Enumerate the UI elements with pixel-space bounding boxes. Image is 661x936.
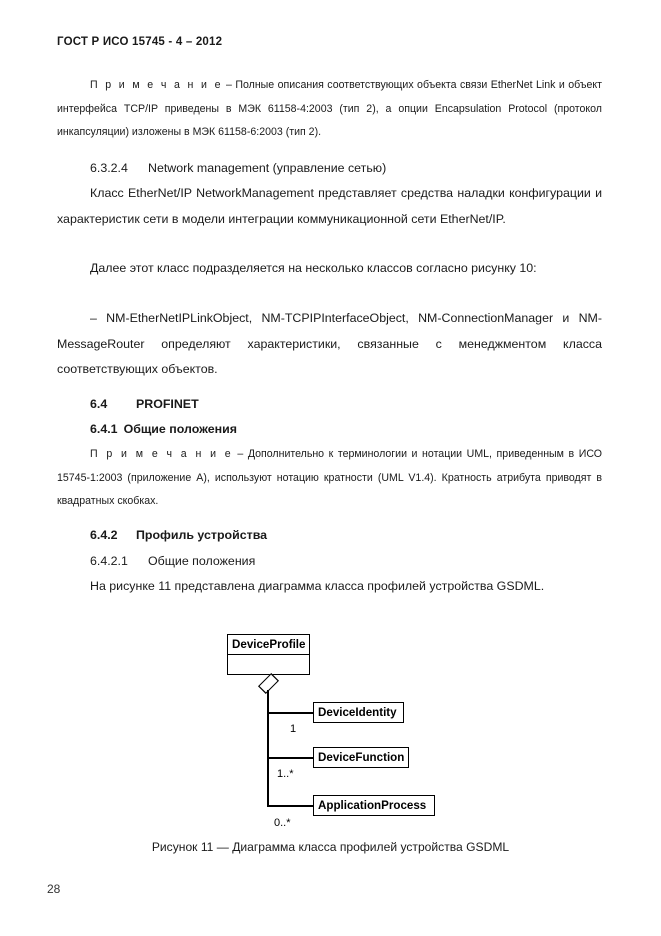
list-item: – NM-EtherNetIPLinkObject, NM-TCPIPInter… [57,311,602,376]
heading-641-line: 6.4.1 Общие положения [57,417,602,443]
heading-642-title: Профиль устройства [136,528,268,542]
uml-class-device-function-name: DeviceFunction [318,751,405,764]
list-block-nm-classes: – NM-EtherNetIPLinkObject, NM-TCPIPInter… [57,306,602,383]
document-header: ГОСТ Р ИСО 15745 - 4 – 2012 [57,36,223,48]
heading-641-number: 6.4.1 [90,422,118,436]
uml-class-device-identity: DeviceIdentity [313,702,404,723]
section-body-6-3-2-4-second: Далее этот класс подразделяется на неско… [57,256,602,282]
heading-642-number: 6.4.2 [90,528,118,542]
uml-class-application-process-name: ApplicationProcess [318,799,427,812]
uml-class-device-identity-name: DeviceIdentity [318,706,397,719]
note-paragraph-2: П р и м е ч а н и е – Дополнительно к те… [57,443,602,514]
heading-64-number: 6.4 [90,397,108,411]
paragraph-gsdml-intro: На рисунке 11 представлена диаграмма кла… [90,579,545,593]
section-heading-6-3-2-4: 6.3.2.4 Network management (управление се… [57,156,602,182]
uml-class-device-profile-attributes [228,654,309,672]
note-text-2: – Дополнительно к терминологии и нотации… [57,448,603,507]
heading-6324-number: 6.3.2.4 [90,161,128,175]
section-heading-6-4-2-1: 6.4.2.1 Общие положения [57,549,602,575]
note-block-2: П р и м е ч а н и е – Дополнительно к те… [57,443,602,514]
heading-6421-line: 6.4.2.1 Общие положения [57,549,602,575]
section-heading-6-4-1: 6.4.1 Общие положения [57,417,602,443]
heading-64-title: PROFINET [136,397,199,411]
connector-trunk [267,702,269,807]
section-heading-6-4: 6.4 PROFINET [57,392,602,418]
connector-branch-device-identity [267,712,313,714]
uml-class-device-function: DeviceFunction [313,747,409,768]
section-body-6-3-2-4: Класс EtherNet/IP NetworkManagement пред… [57,181,602,232]
paragraph-subdivision: Далее этот класс подразделяется на неско… [90,261,537,275]
note-text-1: – Полные описания соответствующих объект… [57,79,602,138]
paragraph-network-management: Класс EtherNet/IP NetworkManagement пред… [57,186,602,226]
heading-641-title: Общие положения [123,422,237,436]
multiplicity-device-identity: 1 [290,723,297,735]
heading-6324-line: 6.3.2.4 Network management (управление се… [57,156,602,182]
heading-64-line: 6.4 PROFINET [57,392,602,418]
note-label-1: П р и м е ч а н и е [90,79,223,91]
note-label-2: П р и м е ч а н и е [90,448,233,460]
page-number: 28 [47,882,61,896]
note-paragraph-1: П р и м е ч а н и е – Полные описания со… [57,74,602,145]
connector-branch-application-process [267,805,313,807]
connector-trunk-upper [267,690,269,702]
section-heading-6-4-2: 6.4.2 Профиль устройства [57,523,602,549]
note-block-1: П р и м е ч а н и е – Полные описания со… [57,74,602,145]
uml-class-device-profile-name: DeviceProfile [232,638,306,651]
uml-class-application-process: ApplicationProcess [313,795,435,816]
uml-class-diagram: DeviceProfile DeviceIdentity 1 DeviceFun… [0,628,661,833]
connector-branch-device-function [267,757,313,759]
uml-class-device-profile: DeviceProfile [227,634,310,675]
multiplicity-application-process: 0..* [274,817,291,829]
multiplicity-device-function: 1..* [277,768,294,780]
figure-caption: Рисунок 11 — Диаграмма класса профилей у… [151,840,510,854]
heading-6324-title: Network management (управление сетью) [148,161,387,175]
section-body-6-4-2-1: На рисунке 11 представлена диаграмма кла… [57,574,602,600]
heading-642-line: 6.4.2 Профиль устройства [57,523,602,549]
heading-6421-number: 6.4.2.1 [90,554,128,568]
heading-6421-title: Общие положения [148,554,256,568]
